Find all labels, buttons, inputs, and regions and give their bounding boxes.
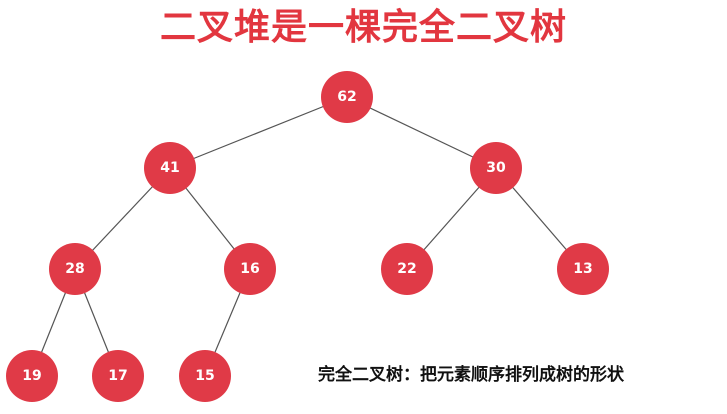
tree-node: 19 bbox=[6, 350, 58, 402]
tree-node-label: 22 bbox=[397, 261, 416, 277]
tree-node-circle bbox=[557, 243, 609, 295]
tree-node-label: 28 bbox=[65, 261, 84, 277]
tree-node-circle bbox=[179, 350, 231, 402]
tree-node: 13 bbox=[557, 243, 609, 295]
tree-node: 16 bbox=[224, 243, 276, 295]
tree-node-label: 15 bbox=[195, 368, 214, 384]
tree-node-circle bbox=[92, 350, 144, 402]
tree-node: 28 bbox=[49, 243, 101, 295]
tree-node-circle bbox=[470, 142, 522, 194]
diagram-caption: 完全二叉树：把元素顺序排列成树的形状 bbox=[318, 365, 624, 385]
tree-node-circle bbox=[224, 243, 276, 295]
diagram-title: 二叉堆是一棵完全二叉树 bbox=[159, 7, 567, 48]
tree-node-circle bbox=[321, 71, 373, 123]
tree-node-circle bbox=[6, 350, 58, 402]
tree-node-circle bbox=[381, 243, 433, 295]
tree-node: 22 bbox=[381, 243, 433, 295]
tree-node-label: 30 bbox=[486, 160, 506, 176]
tree-edges bbox=[31, 96, 584, 377]
tree-node-label: 16 bbox=[240, 261, 259, 277]
tree-node-circle bbox=[49, 243, 101, 295]
tree-node-label: 13 bbox=[573, 261, 592, 277]
tree-node: 17 bbox=[92, 350, 144, 402]
tree-node-label: 62 bbox=[337, 89, 356, 105]
tree-edge bbox=[346, 96, 497, 169]
tree-node-label: 41 bbox=[160, 160, 179, 176]
tree-node: 15 bbox=[179, 350, 231, 402]
tree-node: 30 bbox=[470, 142, 522, 194]
tree-node: 62 bbox=[321, 71, 373, 123]
tree-node-label: 17 bbox=[108, 368, 127, 384]
tree-nodes: 62 41 30 28 16 22 13 19 17 15 bbox=[6, 71, 609, 402]
tree-node-label: 19 bbox=[22, 368, 41, 384]
tree-node-circle bbox=[144, 142, 196, 194]
tree-edge bbox=[169, 96, 348, 169]
tree-node: 41 bbox=[144, 142, 196, 194]
